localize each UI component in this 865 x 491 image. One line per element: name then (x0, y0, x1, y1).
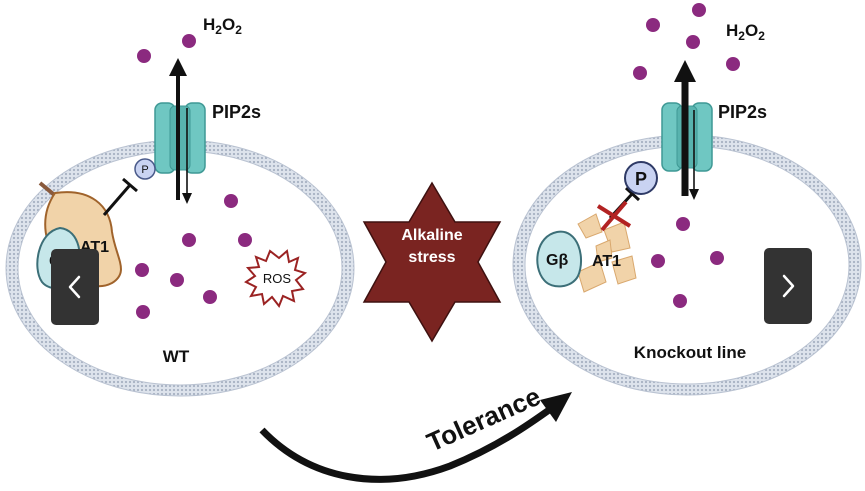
h2o2-efflux-arrow-left (169, 58, 192, 204)
h2o2-label-left: H2O2 (203, 15, 242, 37)
at1-label-right: AT1 (592, 253, 621, 270)
chevron-left-icon (68, 275, 81, 299)
alkaline-stress-star (362, 181, 502, 343)
ros-label: ROS (263, 271, 292, 286)
stress-label-line1: Alkaline (401, 227, 462, 244)
gbeta-label-right: Gβ (546, 252, 568, 269)
phosphate-right (624, 161, 658, 195)
stress-label-line2: stress (408, 249, 455, 266)
wt-label: WT (163, 347, 190, 366)
gbeta-protein-right (536, 230, 582, 288)
knockout-label: Knockout line (634, 343, 746, 362)
inhibition-line-left (102, 177, 138, 216)
pip2s-channel-left (154, 102, 206, 174)
phosphate-left (134, 158, 156, 180)
phosphate-label-right: P (635, 169, 647, 189)
cross-mark-icon (596, 200, 632, 232)
chevron-right-icon (782, 274, 795, 298)
ros-burst (244, 249, 308, 308)
phosphate-label-left: P (141, 164, 148, 176)
h2o2-label-right: H2O2 (726, 21, 765, 43)
pip2s-label-right: PIP2s (718, 102, 767, 122)
tolerance-label: Tolerance (422, 381, 545, 458)
h2o2-molecules-left (135, 34, 252, 319)
previous-button[interactable] (51, 249, 99, 325)
h2o2-efflux-arrow-right (674, 60, 699, 200)
at1-fragments-right (577, 213, 637, 293)
next-button[interactable] (764, 248, 812, 324)
pip2s-label-left: PIP2s (212, 102, 261, 122)
knockout-cell (512, 134, 862, 396)
tolerance-arrow (259, 392, 572, 483)
h2o2-molecules-right (633, 3, 740, 308)
